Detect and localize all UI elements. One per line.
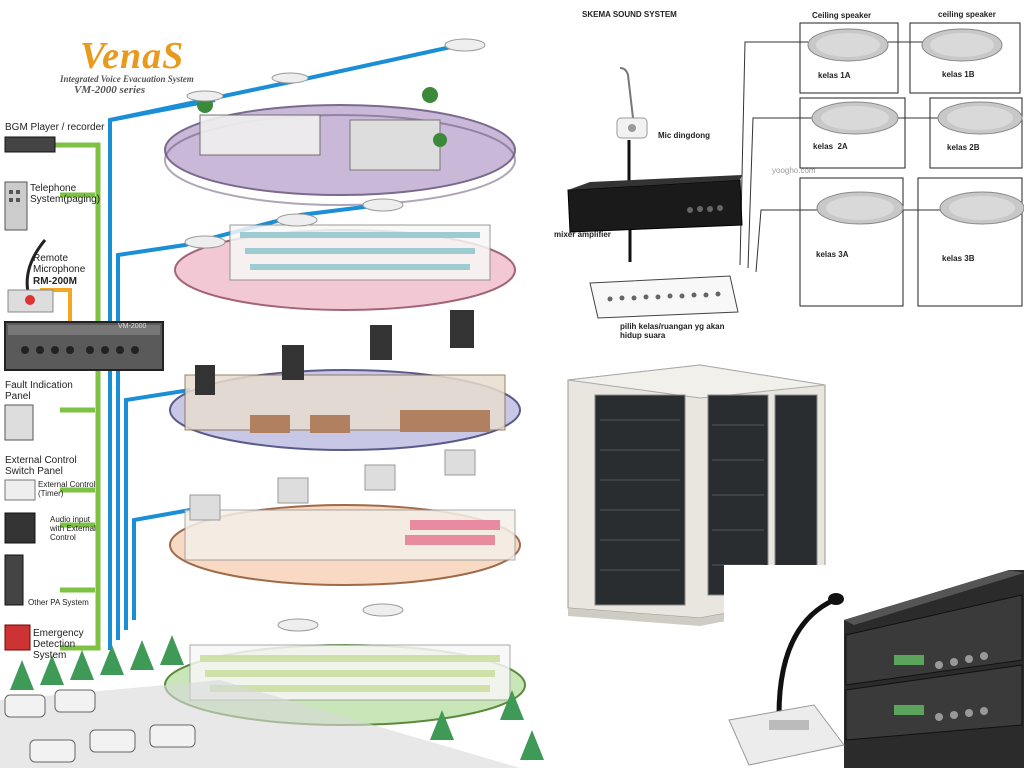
timer-icon [4, 479, 36, 501]
alarm-icon [4, 624, 31, 651]
room-label-1b: kelas 1B [942, 70, 975, 79]
floor-supermarket [174, 198, 516, 311]
speaker-wiring [739, 41, 942, 273]
floor-office [164, 38, 516, 206]
skema-sound-system: SKEMA SOUND SYSTEM Mic dingdong mixer am… [550, 0, 1024, 340]
room-label-2a: kelas 2A [813, 142, 848, 151]
label-timer: External Control (Timer) [38, 480, 96, 498]
amplifier-stack [844, 570, 1024, 768]
mixer-label: mixer amplifier [554, 230, 611, 239]
room-boxes [799, 22, 1023, 307]
ceiling-speaker-icons [807, 28, 1024, 225]
equipment-svg [724, 565, 1024, 768]
speaker-header-2: ceiling speaker [938, 10, 996, 19]
trees-row [10, 635, 544, 760]
room-label-1a: kelas 1A [818, 71, 851, 80]
speaker-3b-icon [939, 191, 1024, 225]
selector-label: pilih kelas/ruangan yg akan hidup suara [620, 322, 725, 340]
panel-icon [4, 404, 34, 441]
mixer-amplifier-icon [567, 175, 743, 233]
label-ext-control-switch: External Control Switch Panel [5, 455, 77, 477]
venas-logo: VenaS Integrated Voice Evacuation System… [60, 34, 280, 96]
skema-title: SKEMA SOUND SYSTEM [582, 10, 677, 19]
vm2000-amplifier [4, 321, 164, 371]
speaker-3a-icon [816, 191, 904, 225]
logo-text: VenaS [80, 35, 185, 77]
label-amp-model: VM-2000 [118, 323, 147, 330]
label-fault-panel: Fault Indication Panel [5, 380, 73, 402]
label-telephone: Telephone System(paging) [30, 183, 101, 205]
speaker-1a-icon [807, 28, 889, 62]
zone-selector-icon [589, 275, 739, 319]
logo-subtitle: Integrated Voice Evacuation System [60, 74, 194, 84]
label-remote-mic-model: RM-200M [33, 276, 77, 287]
venas-system-diagram: VenaS Integrated Voice Evacuation System… [0, 34, 544, 768]
audio-input-icon [4, 512, 36, 544]
telephone-icon [4, 181, 28, 231]
microphone-icon [7, 239, 54, 313]
desk-microphone [728, 593, 845, 766]
rack-svg [567, 364, 826, 626]
room-label-3a: kelas 3A [816, 250, 849, 259]
skema-svg [567, 22, 1024, 319]
speaker-2a-icon [811, 101, 899, 135]
pa-equipment-photo [724, 565, 1024, 768]
watermark: yoogho.com [772, 166, 816, 175]
label-remote-mic: Remote Microphone [33, 253, 86, 275]
label-bgm: BGM Player / recorder [5, 122, 105, 133]
floor-cafe [169, 449, 521, 586]
floor-retail [169, 310, 521, 451]
speaker-2b-icon [937, 101, 1023, 135]
speaker-header-1: Ceiling speaker [812, 11, 872, 20]
green-cable-lines [55, 142, 101, 651]
pa-system-icon [4, 554, 24, 606]
room-label-3b: kelas 3B [942, 254, 975, 263]
mic-label: Mic dingdong [658, 131, 710, 140]
speaker-1b-icon [921, 28, 1003, 62]
logo-series: VM-2000 series [74, 84, 146, 96]
cd-player-icon [4, 136, 56, 153]
parked-cars [4, 689, 196, 763]
label-emergency: Emergency Detection System [33, 628, 84, 661]
label-other-pa: Other PA System [28, 598, 89, 607]
label-audio-input: Audio input with External Control [50, 515, 96, 542]
mic-dingdong-icon [616, 67, 648, 139]
venas-diagram-svg [0, 38, 544, 768]
room-label-2b: kelas 2B [947, 143, 980, 152]
